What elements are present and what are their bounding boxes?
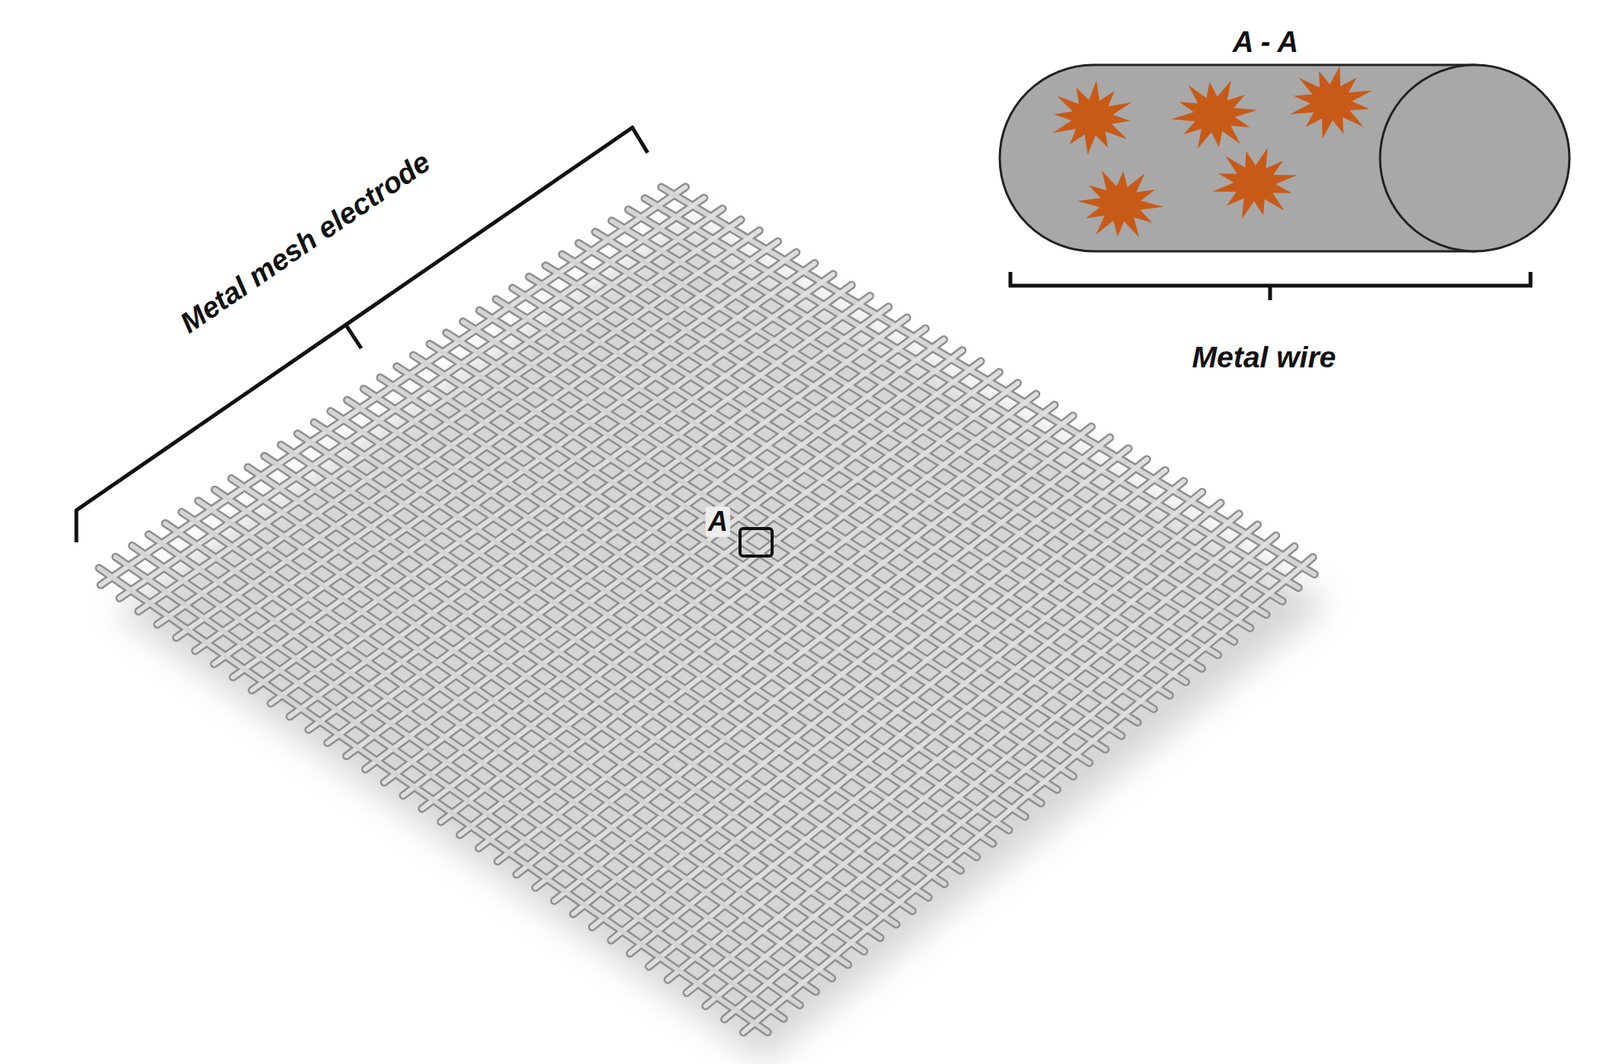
mesh-bracket xyxy=(76,127,648,543)
mesh-wire xyxy=(667,513,1239,980)
particle xyxy=(1052,80,1132,156)
mesh-wire xyxy=(330,410,993,844)
mesh-label: Metal mesh electrode xyxy=(174,145,437,340)
wire-label: Metal wire xyxy=(1192,341,1337,375)
mesh-wire xyxy=(281,444,945,884)
mesh-wire xyxy=(231,478,897,925)
mesh-wire xyxy=(297,433,961,871)
mesh-wire xyxy=(686,524,1258,993)
mesh-wire xyxy=(347,400,1009,831)
mesh-wire xyxy=(248,467,913,912)
mesh-wire xyxy=(281,444,945,884)
mesh-wire xyxy=(132,545,800,1006)
section-letter: A xyxy=(705,506,731,537)
mesh-wire xyxy=(214,489,880,938)
mesh-wire xyxy=(297,433,961,871)
mesh-wire xyxy=(115,556,784,1019)
section-title: A - A xyxy=(1232,26,1299,59)
mesh-wire xyxy=(649,502,1222,967)
wire-bracket xyxy=(1010,271,1531,286)
section-marker xyxy=(740,528,773,556)
particle xyxy=(1171,80,1258,149)
mesh-shadow xyxy=(114,221,1329,1062)
mesh-wire xyxy=(705,535,1277,1006)
particle xyxy=(1077,170,1164,238)
mesh-wire xyxy=(313,422,977,857)
mesh-wire xyxy=(724,546,1295,1019)
mesh-wire xyxy=(164,523,832,979)
mesh-wire xyxy=(148,534,817,993)
wire-end xyxy=(1380,64,1570,252)
particle xyxy=(1212,148,1298,220)
bracket-tick xyxy=(1268,285,1273,301)
mesh-wire xyxy=(181,511,848,965)
bracket-tick xyxy=(345,323,362,349)
mesh-wire xyxy=(99,568,768,1032)
mesh-wire xyxy=(198,501,865,952)
particle xyxy=(1289,65,1373,139)
mesh-wire xyxy=(743,557,1313,1033)
mesh-wire xyxy=(264,455,928,898)
particles xyxy=(1052,65,1373,237)
metal-mesh xyxy=(99,187,1315,1033)
